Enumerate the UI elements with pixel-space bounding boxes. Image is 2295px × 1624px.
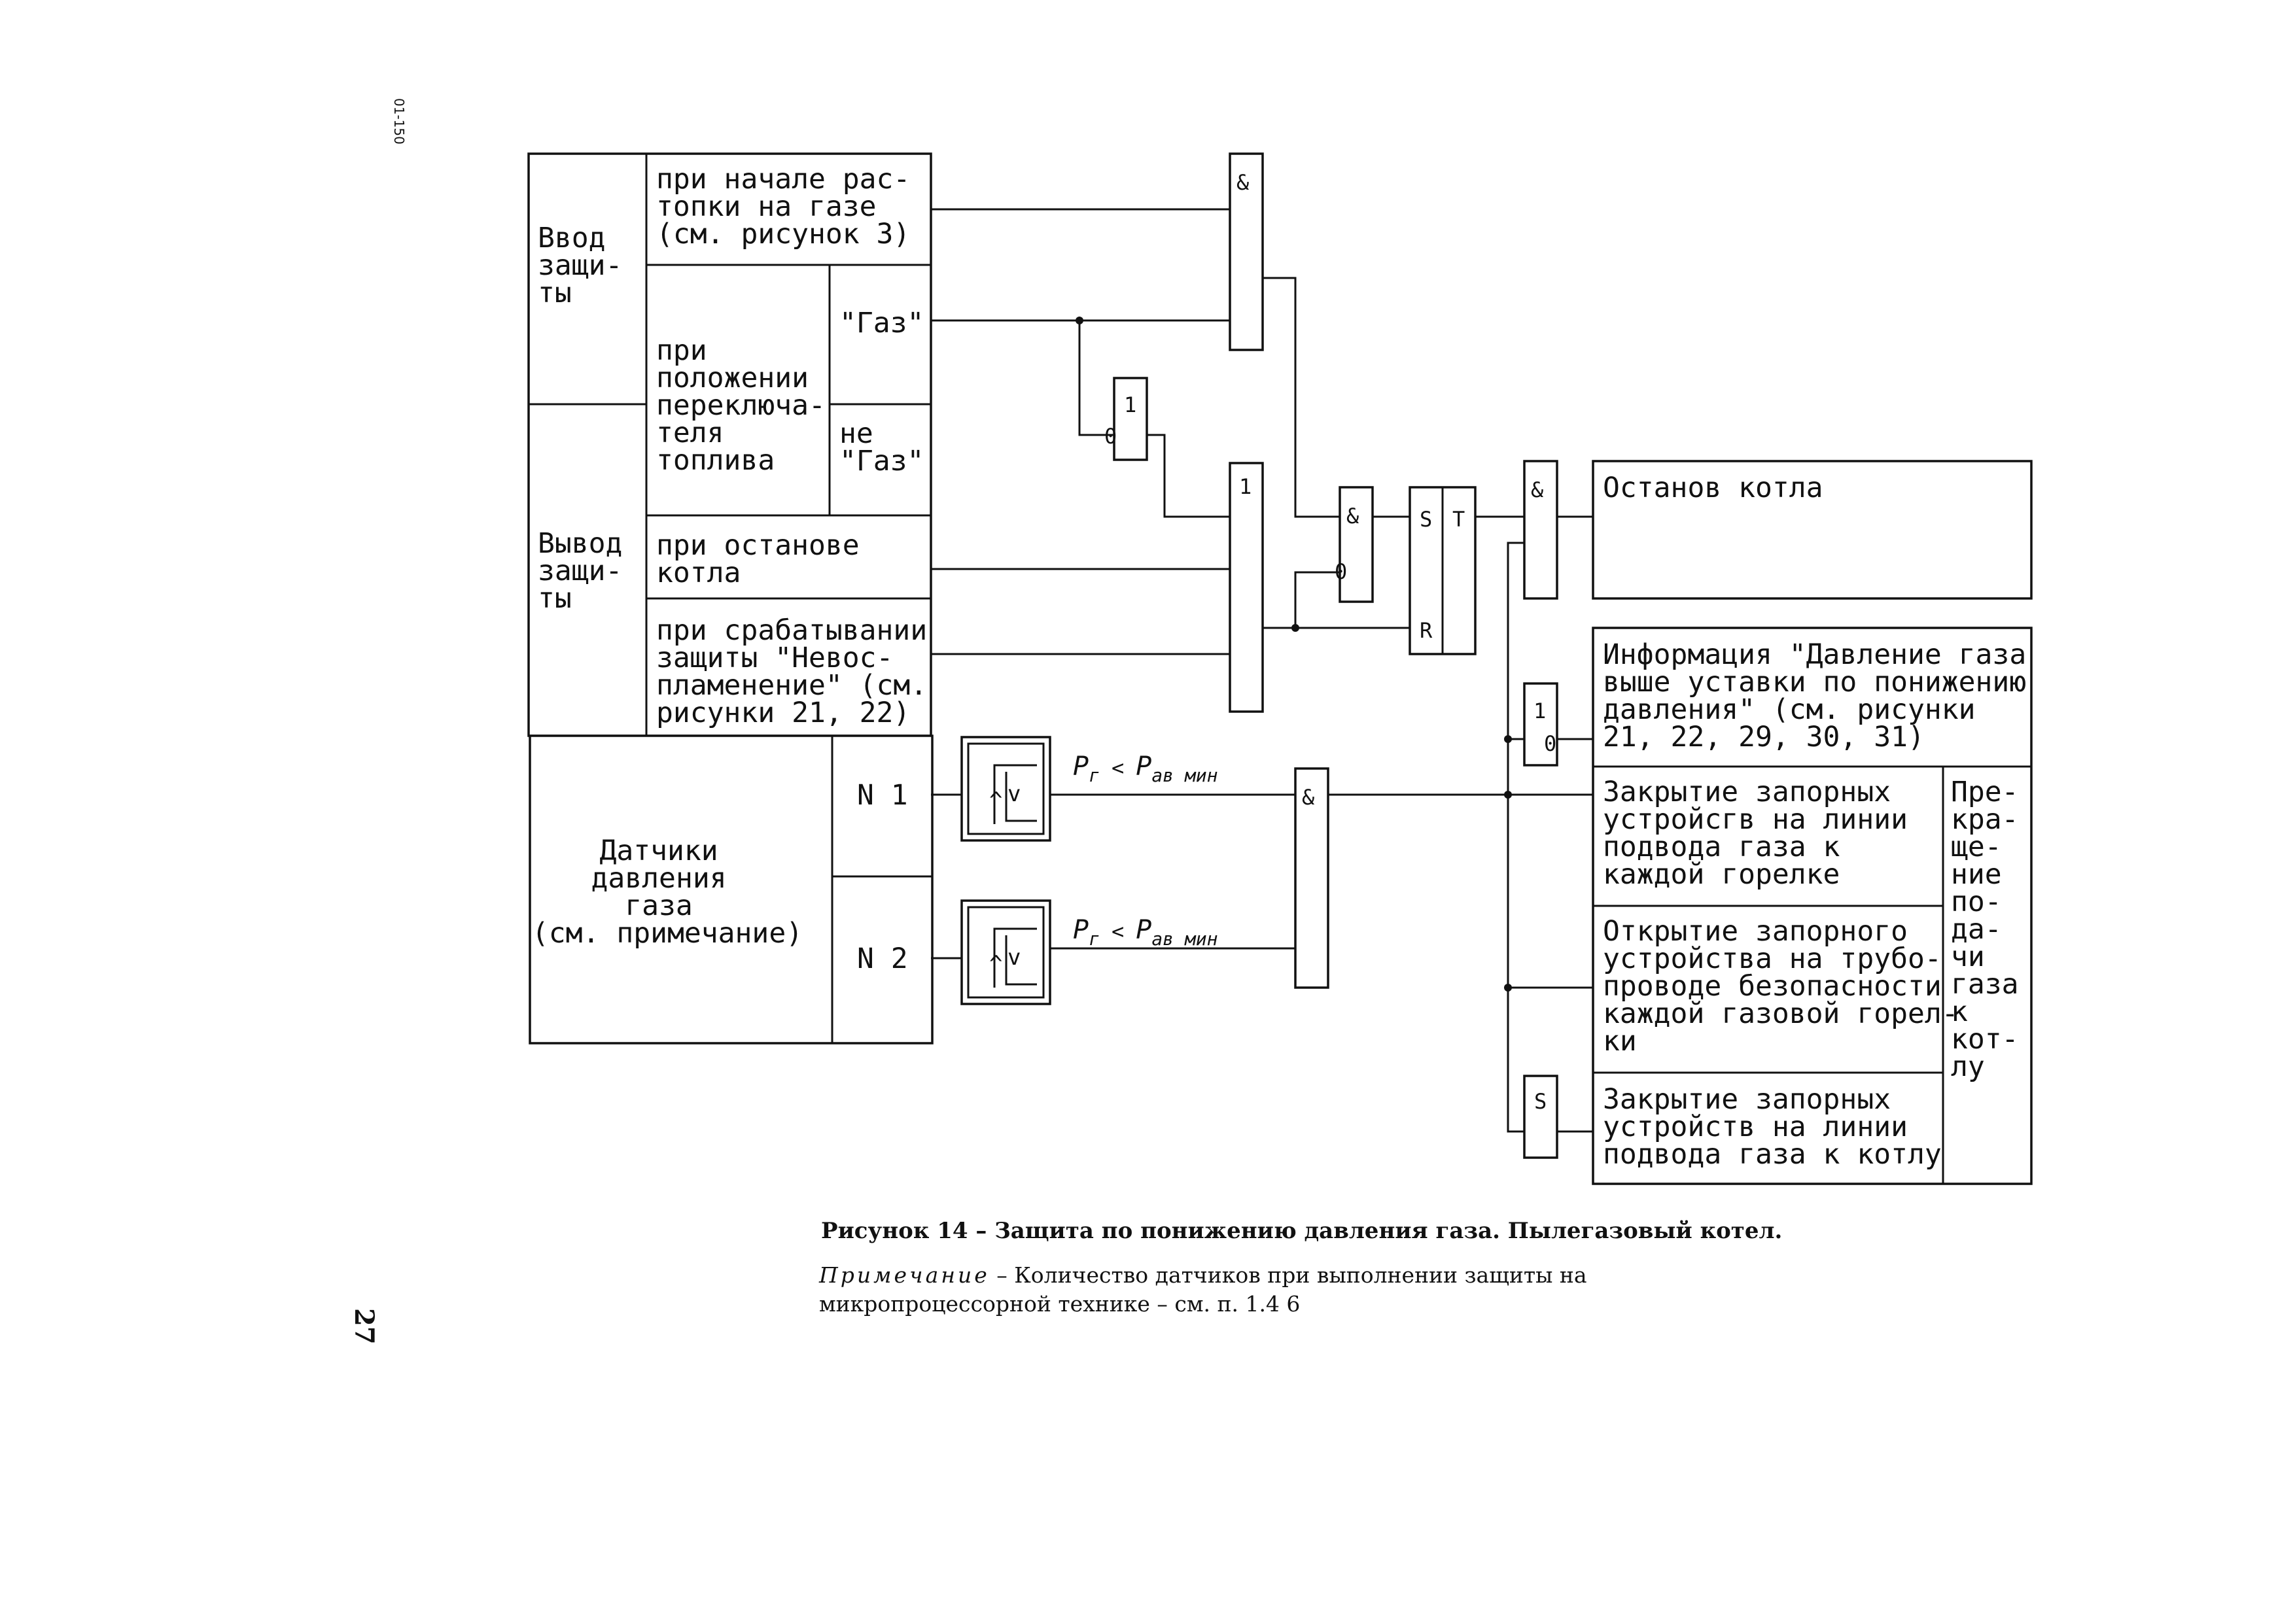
output-table <box>1592 460 2033 1185</box>
input-stop-boiler-label: при останове котла <box>656 529 877 589</box>
and-gate-sensors: & <box>1294 767 1329 989</box>
svg-text:v: v <box>1007 781 1021 807</box>
not-gate-gas: 1 0 <box>1104 377 1148 461</box>
document-stamp: 01-150 <box>391 98 407 145</box>
svg-text:^: ^ <box>989 787 1002 814</box>
input-flameout-label: при срабатывании защиты "Невос- пламенен… <box>656 614 944 729</box>
svg-text:0: 0 <box>1335 559 1347 584</box>
svg-text:&: & <box>1346 504 1359 528</box>
not-gate-info: 1 0 <box>1523 682 1558 767</box>
svg-text:&: & <box>1236 170 1250 195</box>
input-switch-position-label: при положении переключа- теля топлива <box>656 334 843 477</box>
svg-text:T: T <box>1452 507 1465 532</box>
set-block-close-line: S <box>1523 1075 1558 1159</box>
svg-text:&: & <box>1531 477 1544 502</box>
input-gas-label: "Газ" <box>839 307 924 339</box>
note-label: Примечание <box>819 1262 990 1288</box>
output-close-burners-label: Закрытие запорных устройсгв на линии под… <box>1603 776 1925 891</box>
input-vvod-label: Ввод защи- ты <box>538 222 639 309</box>
svg-text:1: 1 <box>1239 474 1252 499</box>
figure-note: Примечание – Количество датчиков при вып… <box>819 1261 1774 1319</box>
output-close-line-label: Закрытие запорных устройств на линии под… <box>1603 1083 1942 1171</box>
svg-text:0: 0 <box>1544 731 1556 756</box>
input-start-gas-label: при начале рас- топки на газе (см. рисун… <box>656 163 927 251</box>
pressure-condition-1: Pг<Pав мин <box>1073 752 1218 786</box>
svg-text:1: 1 <box>1533 699 1546 723</box>
sensor-n2-label: N 2 <box>857 942 908 975</box>
pressure-condition-2: Pг<Pав мин <box>1073 915 1218 950</box>
input-table <box>527 152 934 1045</box>
and-gate-stop-boiler: & <box>1523 460 1558 600</box>
and-gate-set: & 0 <box>1335 486 1374 603</box>
svg-text:^: ^ <box>989 951 1002 977</box>
svg-text:&: & <box>1302 785 1315 810</box>
pressure-sensors-label: Датчики давления газа (см. примечание) <box>532 835 803 950</box>
output-info-label: Информация "Давление газа выше уставки п… <box>1603 638 2043 753</box>
output-open-safety-label: Открытие запорного устройства на трубо- … <box>1603 915 1976 1058</box>
sensor-n1-label: N 1 <box>857 779 908 812</box>
svg-text:1: 1 <box>1124 392 1136 417</box>
svg-text:0: 0 <box>1104 424 1117 449</box>
svg-text:v: v <box>1007 944 1021 971</box>
svg-text:R: R <box>1420 618 1433 643</box>
signal-wires <box>931 208 1593 1133</box>
input-vyvod-label: Вывод защи- ты <box>538 527 639 615</box>
page-number: 27 <box>349 1308 379 1345</box>
output-stop-boiler-label: Останов котла <box>1603 472 1823 504</box>
or-gate-stop: 1 <box>1229 462 1264 713</box>
figure-caption: Рисунок 14 – Защита по понижению давлени… <box>821 1218 1783 1244</box>
threshold-comparator-2: ^ v <box>960 899 1051 1005</box>
svg-text:S: S <box>1420 507 1432 532</box>
svg-text:S: S <box>1534 1089 1547 1114</box>
output-stop-supply-label: Пре- кра- ще- ние по- да- чи газа к кот-… <box>1951 776 2035 1083</box>
threshold-comparator-1: ^ v <box>960 736 1051 842</box>
sr-trigger: S T R <box>1409 486 1477 655</box>
and-gate-start: & <box>1229 152 1264 351</box>
note-text: – Количество датчиков при выполнении защ… <box>819 1262 1587 1317</box>
input-not-gas-label: не "Газ" <box>839 417 924 477</box>
